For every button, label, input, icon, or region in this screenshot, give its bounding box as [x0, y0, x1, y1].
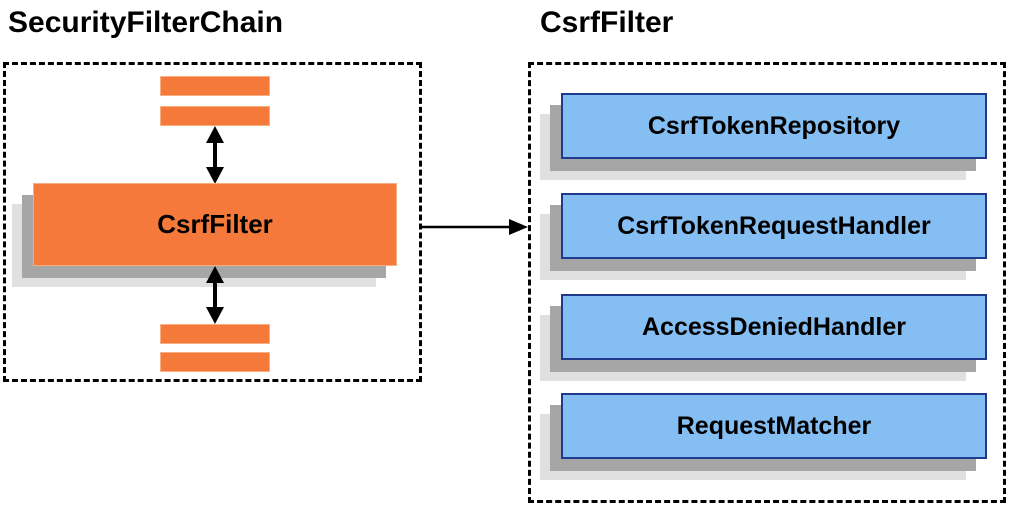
component-box-csrf-token-request-handler: CsrfTokenRequestHandler [561, 193, 987, 259]
filter-bar [160, 352, 270, 372]
filter-bar [160, 76, 270, 96]
filter-bar [160, 106, 270, 126]
security-filter-chain-title: SecurityFilterChain [8, 6, 284, 39]
component-box-access-denied-handler: AccessDeniedHandler [561, 294, 987, 360]
bidirectional-arrow-icon [206, 266, 224, 324]
filter-bar [160, 324, 270, 344]
csrf-filter-panel [528, 62, 1006, 503]
csrf-filter-box: CsrfFilter [33, 183, 397, 266]
flow-arrow-icon [422, 219, 528, 235]
security-filter-chain-panel [3, 62, 422, 382]
csrf-filter-title: CsrfFilter [540, 6, 674, 39]
component-box-csrf-token-repository: CsrfTokenRepository [561, 93, 987, 159]
component-box-request-matcher: RequestMatcher [561, 393, 987, 459]
bidirectional-arrow-icon [206, 126, 224, 184]
